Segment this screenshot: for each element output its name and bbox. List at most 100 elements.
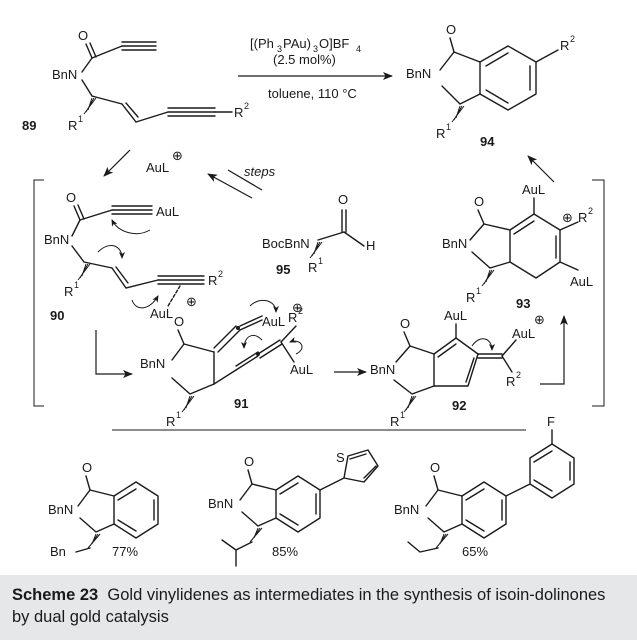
svg-text:R: R: [234, 105, 243, 120]
svg-text:⊕: ⊕: [172, 148, 183, 163]
svg-text:AuL: AuL: [150, 306, 173, 321]
svg-text:O: O: [474, 194, 484, 209]
svg-text:O: O: [66, 190, 76, 205]
svg-text:R: R: [288, 310, 297, 325]
svg-text:AuL: AuL: [444, 308, 467, 323]
svg-text:O: O: [244, 454, 254, 469]
svg-text:BnN: BnN: [208, 496, 233, 511]
scheme-caption: Scheme 23 Gold vinylidenes as intermedia…: [0, 575, 637, 640]
svg-text:BocBnN: BocBnN: [262, 236, 310, 251]
svg-text:2: 2: [570, 34, 575, 44]
svg-text:R: R: [308, 260, 317, 275]
svg-text:O]BF: O]BF: [319, 36, 349, 51]
svg-text:AuL: AuL: [522, 182, 545, 197]
svg-text:PAu): PAu): [283, 36, 311, 51]
svg-text:AuL: AuL: [290, 362, 313, 377]
svg-text:⊕: ⊕: [534, 312, 545, 327]
svg-text:R: R: [466, 290, 475, 305]
compound-95: O H BocBnN R 1 95: [262, 192, 375, 277]
compound-label-93: 93: [516, 296, 530, 311]
svg-text:4: 4: [356, 44, 361, 54]
svg-text:2: 2: [244, 101, 249, 111]
svg-text:2: 2: [218, 269, 223, 279]
svg-text:R: R: [506, 374, 515, 389]
svg-text:⊕: ⊕: [186, 294, 197, 309]
atom-r1: R: [68, 118, 77, 133]
atom-bnn: BnN: [52, 67, 77, 82]
compound-92: O BnN AuL AuL ⊕ R 2 R 1 92: [370, 308, 545, 429]
svg-text:R: R: [560, 38, 569, 53]
example-yield-2: 85%: [272, 544, 298, 559]
svg-text:S: S: [336, 450, 345, 465]
svg-text:AuL: AuL: [570, 274, 593, 289]
svg-text:R: R: [390, 414, 399, 429]
svg-text:1: 1: [476, 286, 481, 296]
svg-text:⊕: ⊕: [562, 210, 573, 225]
svg-text:3: 3: [277, 44, 282, 54]
svg-text:O: O: [82, 460, 92, 475]
svg-text:toluene, 110 °C: toluene, 110 °C: [268, 86, 357, 101]
svg-text:R: R: [64, 284, 73, 299]
example-product-2: O BnN S 85%: [208, 449, 379, 567]
caption-text: Gold vinylidenes as intermediates in the…: [12, 586, 606, 626]
reaction-arrow-89-94: [(Ph 3 PAu) 3 O]BF 4 (2.5 mol%) toluene,…: [238, 36, 393, 101]
svg-text:BnN: BnN: [140, 356, 165, 371]
example-yield-1: 77%: [112, 544, 138, 559]
compound-89: O BnN R 1 R 2 89: [22, 28, 249, 133]
svg-text:R: R: [208, 273, 217, 288]
example-yield-3: 65%: [462, 544, 488, 559]
svg-text:R: R: [166, 414, 175, 429]
svg-text:O: O: [338, 192, 348, 207]
compound-label-89: 89: [22, 118, 36, 133]
svg-text:AuL: AuL: [512, 326, 535, 341]
caption-label: Scheme 23: [12, 586, 99, 604]
compound-label-92: 92: [452, 398, 466, 413]
svg-text:BnN: BnN: [44, 232, 69, 247]
svg-text:BnN: BnN: [370, 362, 395, 377]
steps-arrow: steps: [207, 164, 276, 199]
compound-94: O BnN R 2 R 1 94: [406, 22, 575, 149]
svg-text:1: 1: [318, 256, 323, 266]
svg-text:H: H: [366, 238, 375, 253]
example-product-3: O BnN F 65%: [394, 414, 575, 559]
compound-90: O AuL BnN R 2 R 1 AuL ⊕ 90: [44, 190, 223, 323]
svg-text:O: O: [174, 314, 184, 329]
svg-text:O: O: [430, 460, 440, 475]
svg-text:BnN: BnN: [406, 66, 431, 81]
compound-label-94: 94: [480, 134, 495, 149]
svg-text:3: 3: [313, 44, 318, 54]
svg-text:O: O: [446, 22, 456, 37]
svg-text:1: 1: [400, 410, 405, 420]
atom-o: O: [78, 28, 88, 43]
svg-text:AuL: AuL: [156, 204, 179, 219]
reaction-scheme: O BnN R 1 R 2 89 [(Ph 3 PAu) 3 O]BF 4 (2…: [22, 22, 605, 567]
svg-text:⊕: ⊕: [292, 300, 303, 315]
mechanism-bracket: [33, 179, 605, 407]
svg-text:1: 1: [78, 114, 83, 124]
compound-91: O BnN AuL ⊕ R 2 AuL R 1 91: [140, 299, 313, 429]
svg-text:BnN: BnN: [48, 502, 73, 517]
svg-text:2: 2: [298, 306, 303, 316]
svg-text:Bn: Bn: [50, 544, 66, 559]
svg-text:1: 1: [446, 122, 451, 132]
svg-text:BnN: BnN: [394, 502, 419, 517]
compound-label-90: 90: [50, 308, 64, 323]
svg-text:2: 2: [516, 370, 521, 380]
svg-text:2: 2: [588, 206, 593, 216]
example-product-1: O BnN Bn 77%: [48, 460, 159, 559]
compound-93: O BnN AuL ⊕ R 2 AuL R 1 93: [442, 182, 593, 311]
svg-text:AuL: AuL: [146, 160, 169, 175]
svg-text:steps: steps: [244, 164, 276, 179]
svg-text:AuL: AuL: [262, 314, 285, 329]
compound-label-91: 91: [234, 396, 248, 411]
svg-text:(2.5 mol%): (2.5 mol%): [273, 52, 336, 67]
svg-text:BnN: BnN: [442, 236, 467, 251]
svg-text:[(Ph: [(Ph: [250, 36, 274, 51]
svg-text:1: 1: [176, 410, 181, 420]
svg-text:F: F: [547, 414, 555, 429]
svg-text:R: R: [578, 210, 587, 225]
svg-text:R: R: [436, 126, 445, 141]
svg-text:1: 1: [74, 280, 79, 290]
compound-label-95: 95: [276, 262, 290, 277]
